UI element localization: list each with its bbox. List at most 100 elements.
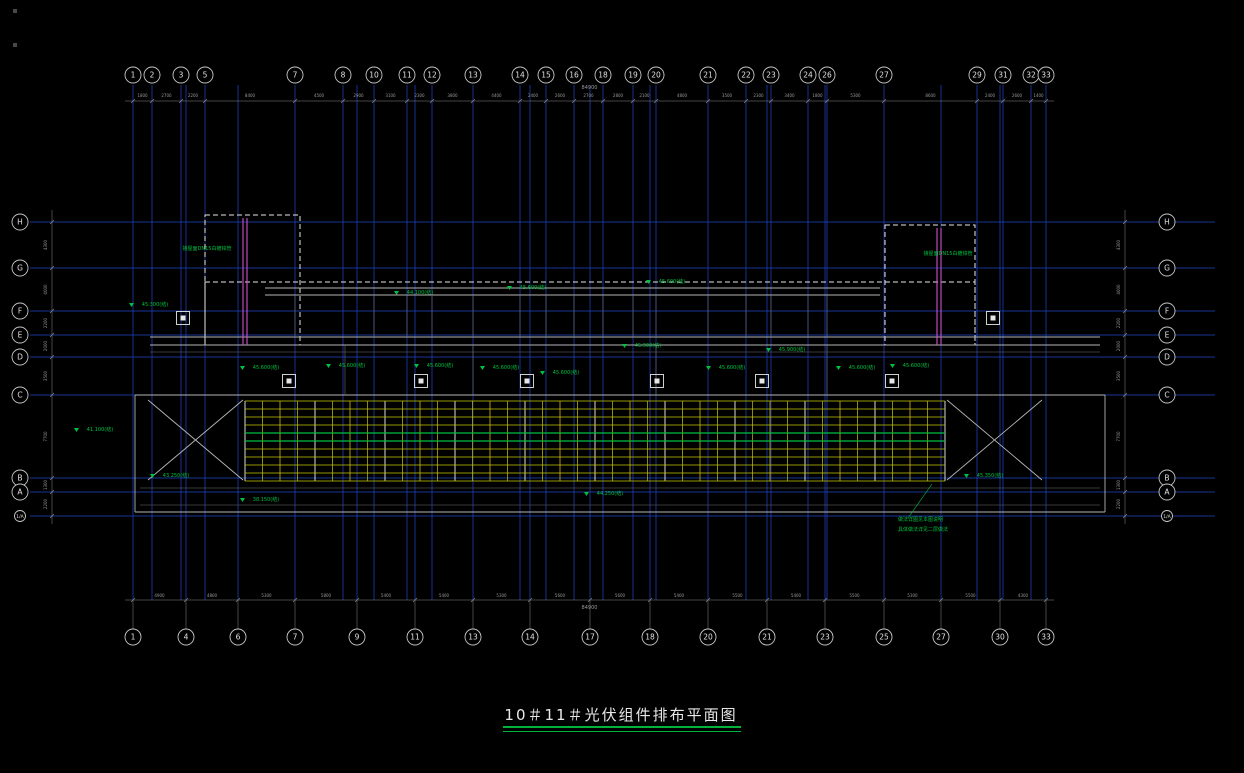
grid-bubble-top-label: 31	[998, 71, 1008, 80]
grid-bubble-right-label: F	[1165, 307, 1169, 316]
grid-bubble-bottom-circle	[758, 628, 776, 646]
annotation-text: 45.600(结)	[903, 362, 929, 369]
grid-bubble-top-label: 18	[598, 71, 608, 80]
elevation-marker-icon	[622, 344, 627, 348]
grid-bubble-top-circle	[737, 66, 755, 84]
elevation-marker-icon	[150, 474, 155, 478]
grid-bubble-left-label: G	[17, 264, 23, 273]
dimension-value: 4000	[43, 284, 48, 295]
grid-bubble-top-label: 27	[879, 71, 889, 80]
dimension-total-top: 84900	[582, 85, 598, 91]
grid-bubble-top-label: 10	[369, 71, 379, 80]
dimension-tick	[178, 98, 184, 104]
grid-bubble-bottom-circle	[124, 628, 142, 646]
grid-bubble-bottom-label: 1	[131, 633, 136, 642]
grid-bubble-top-label: 1	[131, 71, 136, 80]
annotation-text: 45.600(结)	[849, 364, 875, 371]
grid-bubble-top-circle	[196, 66, 214, 84]
grid-bubble-left-label: 1/A	[16, 514, 24, 520]
drawing-title: 10＃11＃光伏组件排布平面图	[504, 706, 738, 724]
dimension-value: 2600	[1012, 93, 1023, 98]
grid-bubble-top-circle	[172, 66, 190, 84]
grid-bubble-top-label: 12	[427, 71, 437, 80]
dimension-tick	[630, 98, 636, 104]
elevation-marker-icon	[836, 366, 841, 370]
grid-bubble-top-label: 29	[972, 71, 982, 80]
annotation-text: 38.150(结)	[253, 496, 279, 503]
grid-bubble-bottom-circle	[581, 628, 599, 646]
equipment-box-core	[990, 315, 996, 321]
dimension-value: 2200	[43, 317, 48, 328]
elevation-marker-icon	[74, 428, 79, 432]
dimension-value: 1800	[812, 93, 823, 98]
grid-bubble-top-circle	[994, 66, 1012, 84]
dimension-tick	[49, 332, 55, 338]
grid-bubble-left-circle	[11, 483, 29, 501]
grid-bubble-top-label: 19	[628, 71, 638, 80]
annotation-text: 45.600(结)	[427, 362, 453, 369]
grid-bubble-bottom-label: 20	[703, 633, 713, 642]
elevation-marker-icon	[646, 280, 651, 284]
equipment-box-core	[418, 378, 424, 384]
dimension-value: 5400	[381, 593, 392, 598]
grid-bubble-bottom-circle	[641, 628, 659, 646]
elevation-marker-icon	[480, 366, 485, 370]
dimension-tick	[824, 98, 830, 104]
elevation-marker-icon	[766, 348, 771, 352]
dimension-value: 1300	[1116, 479, 1121, 490]
dimension-value: 5600	[555, 593, 566, 598]
dimension-value: 2200	[43, 498, 48, 509]
grid-bubble-top-circle	[624, 66, 642, 84]
grid-bubble-top-circle	[565, 66, 583, 84]
grid-bubble-top-circle	[511, 66, 529, 84]
grid-bubble-top-label: 33	[1041, 71, 1051, 80]
grid-bubble-top-label: 8	[341, 71, 346, 80]
annotation-text: 45.900(结)	[779, 346, 805, 353]
dimension-value: 4900	[154, 593, 165, 598]
dimension-value: 5500	[732, 593, 743, 598]
grid-bubble-left-circle	[11, 326, 29, 344]
grid-bubble-left-circle	[11, 348, 29, 366]
dimension-tick	[600, 98, 606, 104]
dimension-tick	[653, 98, 659, 104]
dimension-tick	[1122, 475, 1128, 481]
elevation-marker-icon	[706, 366, 711, 370]
elevation-marker-icon	[584, 492, 589, 496]
dimension-value: 3400	[784, 93, 795, 98]
annotation-text: 45.600(结)	[253, 364, 279, 371]
dimension-tick	[743, 98, 749, 104]
grid-bubble-top-circle	[647, 66, 665, 84]
dimension-value: 1300	[43, 479, 48, 490]
annotation-text: 接屋面DN15白镀锌管	[183, 245, 232, 252]
dimension-tick	[1122, 354, 1128, 360]
dimension-value: 5300	[907, 593, 918, 598]
grid-bubble-bottom-circle	[177, 628, 195, 646]
grid-bubble-bottom-circle	[875, 628, 893, 646]
dimension-tick	[1000, 98, 1006, 104]
grid-bubble-top-circle	[365, 66, 383, 84]
dimension-value: 2300	[414, 93, 425, 98]
dimension-tick	[49, 219, 55, 225]
dimension-value: 3500	[722, 93, 733, 98]
dimension-value: 3500	[43, 370, 48, 381]
grid-bubble-top-label: 23	[766, 71, 776, 80]
grid-bubble-bottom-label: 33	[1041, 633, 1051, 642]
dimension-tick	[881, 98, 887, 104]
dimension-value: 2200	[1116, 317, 1121, 328]
grid-bubble-bottom-circle	[521, 628, 539, 646]
equipment-box-core	[654, 378, 660, 384]
grid-bubble-bottom-circle	[406, 628, 424, 646]
annotation-text: 45.600(结)	[659, 278, 685, 285]
equipment-box	[282, 374, 296, 388]
grid-bubble-bottom-label: 17	[585, 633, 595, 642]
grid-bubble-top-circle	[124, 66, 142, 84]
annotation-text: 45.300(结)	[142, 301, 168, 308]
dimension-value: 4300	[1116, 239, 1121, 250]
grid-bubble-bottom-circle	[229, 628, 247, 646]
grid-bubble-top-label: 21	[703, 71, 713, 80]
dimension-value: 2800	[613, 93, 624, 98]
annotation-text: 45.900(结)	[635, 342, 661, 349]
grid-bubble-bottom-label: 11	[410, 633, 420, 642]
dimension-tick	[49, 392, 55, 398]
dimension-tick	[49, 308, 55, 314]
